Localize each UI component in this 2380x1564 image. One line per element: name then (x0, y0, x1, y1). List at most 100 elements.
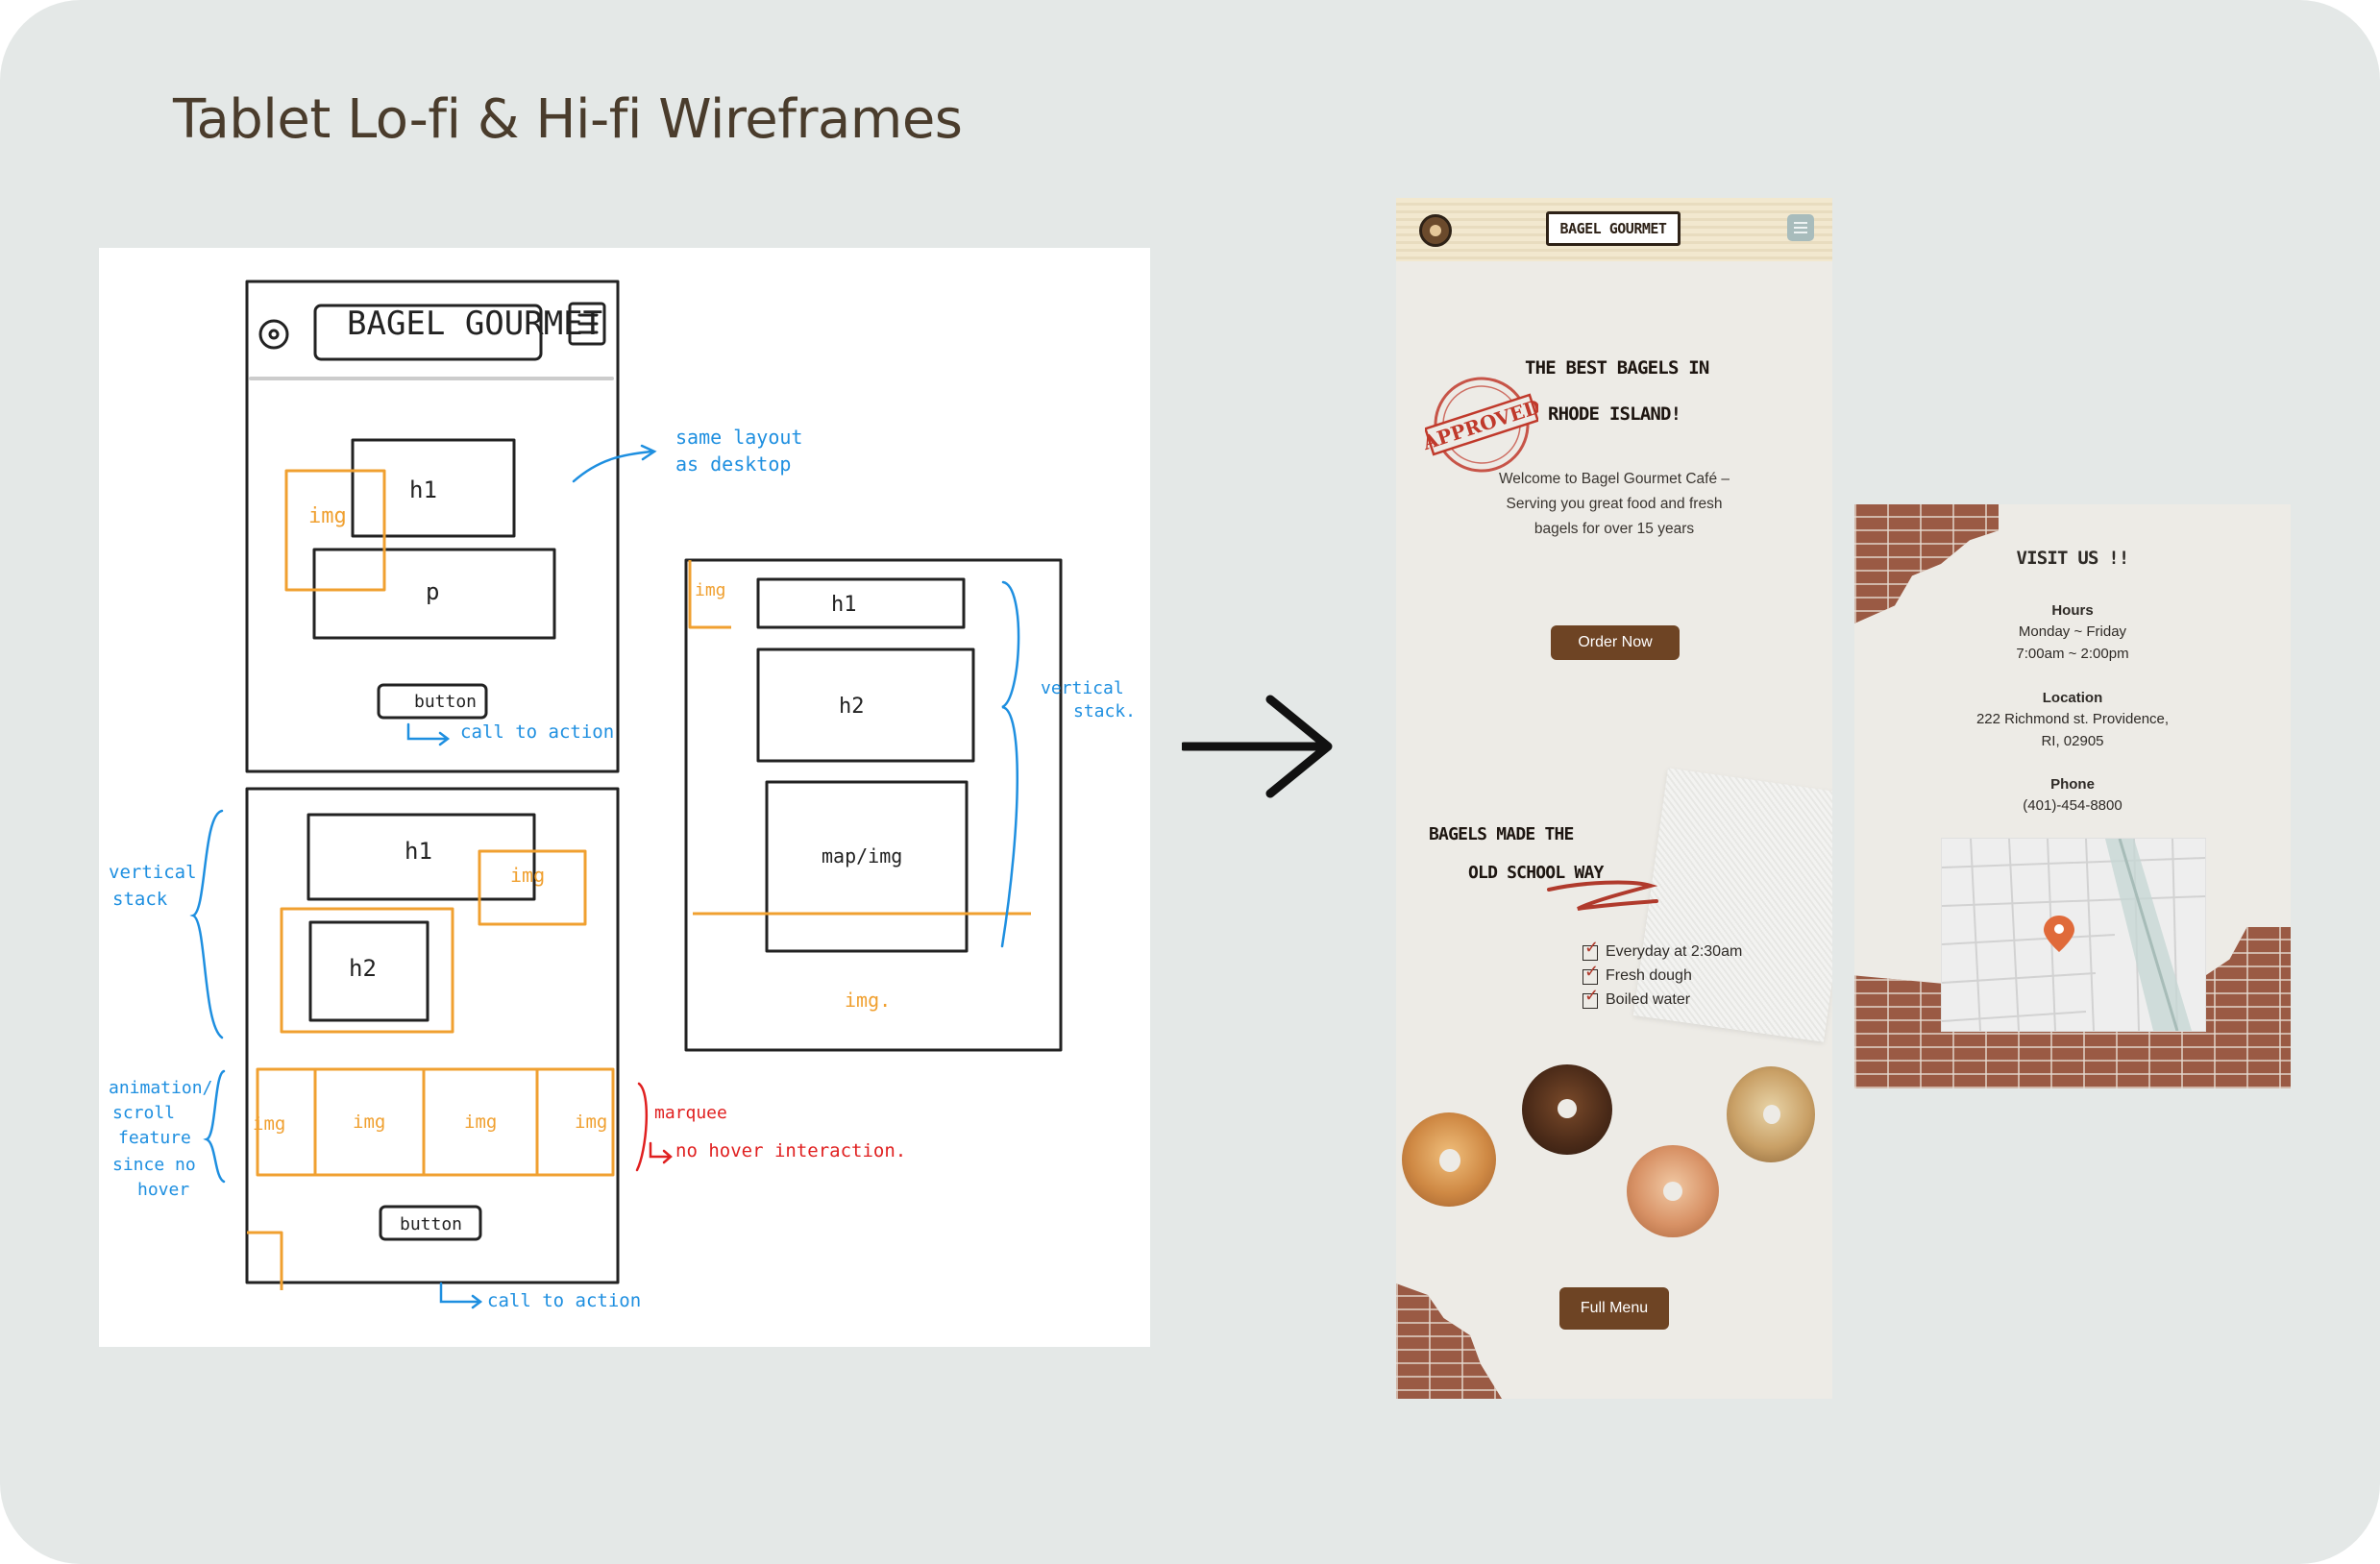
checkbox-icon (1583, 969, 1598, 985)
full-menu-button[interactable]: Full Menu (1559, 1287, 1669, 1330)
sketch-button-2 (379, 1205, 482, 1241)
checkbox-icon (1583, 993, 1598, 1009)
sketch-h1-text-3: h1 (831, 593, 857, 617)
sketch-note-vertical-1: vertical (109, 862, 197, 883)
sketch-h1-box-3 (756, 577, 966, 629)
sketch-h2-text-3: h2 (839, 695, 865, 719)
sketch-note-animation-1: animation/ (109, 1078, 212, 1098)
section-title-line-1: BAGELS MADE THE (1429, 824, 1574, 844)
sketch-map-text: map/img (822, 844, 902, 868)
hifi-tablet-screen: BAGEL GOURMET APPROVED THE BEST BAGELS I… (1396, 198, 1832, 1399)
sketch-menu-icon (568, 302, 606, 346)
sketch-marquee-img-2: img (353, 1112, 385, 1133)
sketch-frame-2 (245, 787, 620, 1284)
hamburger-menu-icon[interactable] (1787, 214, 1814, 241)
sketch-note-animation-3: feature (118, 1128, 191, 1148)
sketch-h2-box-3 (756, 648, 975, 763)
sketch-h1-text: h1 (409, 477, 437, 503)
sketch-button-text: button (414, 692, 477, 712)
phone-number: (401)-454-8800 (2023, 797, 2122, 814)
sketch-note-animation-2: scroll (112, 1103, 175, 1123)
map-pin-icon (2044, 916, 2074, 952)
sketch-note-animation-4: since no (112, 1155, 196, 1175)
sketch-img-text-3: img (695, 580, 726, 600)
sketch-marquee-img-4: img (575, 1112, 607, 1133)
sketch-img-text-4: img. (845, 989, 891, 1012)
intro-line-1: Welcome to Bagel Gourmet Café – (1498, 471, 1730, 487)
sketch-note-vertical-right-1: vertical (1041, 678, 1124, 698)
hero-title-line-2: RHODE ISLAND! (1548, 403, 1681, 425)
sketch-img-text-2: img (510, 864, 545, 887)
sketch-arrow-note (572, 450, 653, 483)
hero-intro: Welcome to Bagel Gourmet Café – Serving … (1454, 467, 1775, 542)
checklist-item: ✓ Everyday at 2:30am (1583, 938, 1743, 961)
sketch-button-text-2: button (400, 1214, 462, 1234)
sketch-bracket-left-2 (203, 1069, 226, 1184)
sketch-brand-box (313, 304, 543, 361)
sketch-marquee-bracket (635, 1082, 649, 1172)
sketch-bracket-left (189, 809, 224, 1039)
sketch-img-box (284, 469, 386, 592)
logo-icon[interactable] (1419, 214, 1452, 247)
checklist-item: ✓ Boiled water (1583, 986, 1691, 1009)
sketch-h2-text: h2 (349, 955, 377, 982)
hours-label: Hours (2051, 602, 2094, 619)
address-line-2: RI, 02905 (2041, 733, 2104, 749)
sketch-marquee-img-3: img (464, 1112, 497, 1133)
intro-line-3: bagels for over 15 years (1534, 521, 1695, 537)
sketch-button (377, 683, 488, 720)
hero-title-line-1: THE BEST BAGELS IN (1525, 357, 1709, 379)
hifi-header: BAGEL GOURMET (1396, 198, 1832, 261)
sketch-note-vertical-2: stack (112, 889, 168, 910)
location-label: Location (2042, 690, 2103, 706)
sketch-logo-circle (258, 319, 289, 350)
sketch-h1-box-2 (307, 813, 536, 901)
checklist-item: ✓ Fresh dough (1583, 962, 1692, 985)
visit-title: VISIT US !! (2016, 548, 2129, 569)
arrow-right-icon (1182, 695, 1333, 798)
hifi-brand-logo[interactable]: BAGEL GOURMET (1546, 211, 1681, 246)
address-line-1: 222 Richmond st. Providence, (1975, 711, 2170, 727)
sketch-h2-box (308, 920, 429, 1022)
lofi-sketch-panel: BAGEL GOURMET h1 p img button same layou… (99, 248, 1150, 1347)
sketch-h2-frame (280, 907, 454, 1034)
scribble-underline (1547, 880, 1658, 911)
checkbox-icon (1583, 945, 1598, 961)
intro-line-2: Serving you great food and fresh (1506, 496, 1723, 512)
sketch-p-box (312, 548, 556, 640)
sketch-note-cta-2: call to action (487, 1290, 641, 1311)
sketch-note-same-layout-1: same layout (675, 426, 802, 449)
hours-days: Monday ~ Friday (2018, 623, 2127, 640)
approved-stamp: APPROVED (1425, 377, 1538, 473)
sketch-marquee-img-1: img (253, 1113, 285, 1135)
sketch-marquee (256, 1067, 615, 1177)
sketch-note-vertical-right-2: stack. (1073, 701, 1136, 721)
sketch-bracket-right (1000, 580, 1020, 948)
lofi-sketch-drawing: BAGEL GOURMET h1 p img button same layou… (109, 280, 1136, 1311)
sketch-note-cta-1: call to action (460, 721, 614, 743)
sketch-map-box (765, 780, 969, 953)
sketch-brand-text: BAGEL GOURMET (347, 305, 602, 343)
sketch-frame-1 (245, 280, 620, 773)
page-title: Tablet Lo-fi & Hi-fi Wireframes (173, 88, 963, 151)
sketch-note-marquee: marquee (654, 1103, 727, 1123)
order-now-button[interactable]: Order Now (1551, 625, 1680, 660)
sketch-img-text: img (308, 504, 347, 528)
sketch-frame-3 (684, 558, 1063, 1052)
sketch-img-box-2 (478, 849, 587, 926)
sketch-note-same-layout-2: as desktop (675, 452, 791, 476)
sketch-h1-text-2: h1 (405, 838, 432, 865)
sketch-p-text: p (426, 578, 439, 605)
hours-time: 7:00am ~ 2:00pm (2016, 646, 2129, 662)
location-map[interactable] (1941, 838, 2206, 1032)
sketch-note-no-hover: no hover interaction. (675, 1140, 906, 1161)
map-streets (1941, 838, 2206, 1032)
sketch-cta-arrow (406, 722, 449, 741)
sketch-note-animation-5: hover (137, 1180, 189, 1200)
brick-wall-image (1396, 1283, 1502, 1399)
section-title-line-2: OLD SCHOOL WAY (1468, 863, 1604, 883)
hifi-visit-screen: VISIT US !! Hours Monday ~ Friday 7:00am… (1854, 504, 2291, 1088)
phone-label: Phone (2050, 776, 2095, 793)
sketch-h1-box (351, 438, 516, 538)
